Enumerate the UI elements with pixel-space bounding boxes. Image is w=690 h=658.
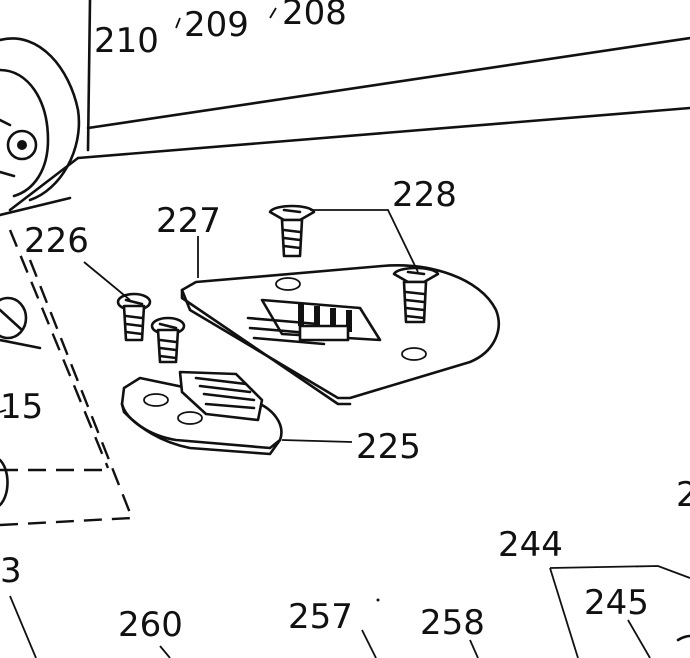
label-225: 225	[356, 427, 421, 467]
label-245: 245	[584, 583, 649, 623]
dashed-frame	[0, 229, 134, 527]
label-226: 226	[24, 221, 89, 261]
machine-bed-outline	[0, 36, 690, 217]
screws-228	[268, 204, 440, 324]
label-210: 210	[94, 21, 159, 61]
partial-part-15	[0, 296, 42, 507]
label-257: 257	[288, 597, 353, 637]
feed-dog-225	[120, 370, 283, 456]
label-260: 260	[118, 605, 183, 645]
label-3: 3	[0, 551, 22, 591]
label-209: 209	[184, 5, 249, 45]
label-228: 228	[392, 175, 457, 215]
leader-lines	[0, 7, 690, 658]
screws-226	[116, 292, 186, 364]
label-244: 244	[498, 525, 563, 565]
label-208: 208	[282, 0, 347, 33]
label-15: 15	[0, 387, 43, 427]
hook-assembly	[0, 0, 92, 202]
label-2: 2	[676, 475, 690, 515]
label-227: 227	[156, 201, 221, 241]
label-258: 258	[420, 603, 485, 643]
